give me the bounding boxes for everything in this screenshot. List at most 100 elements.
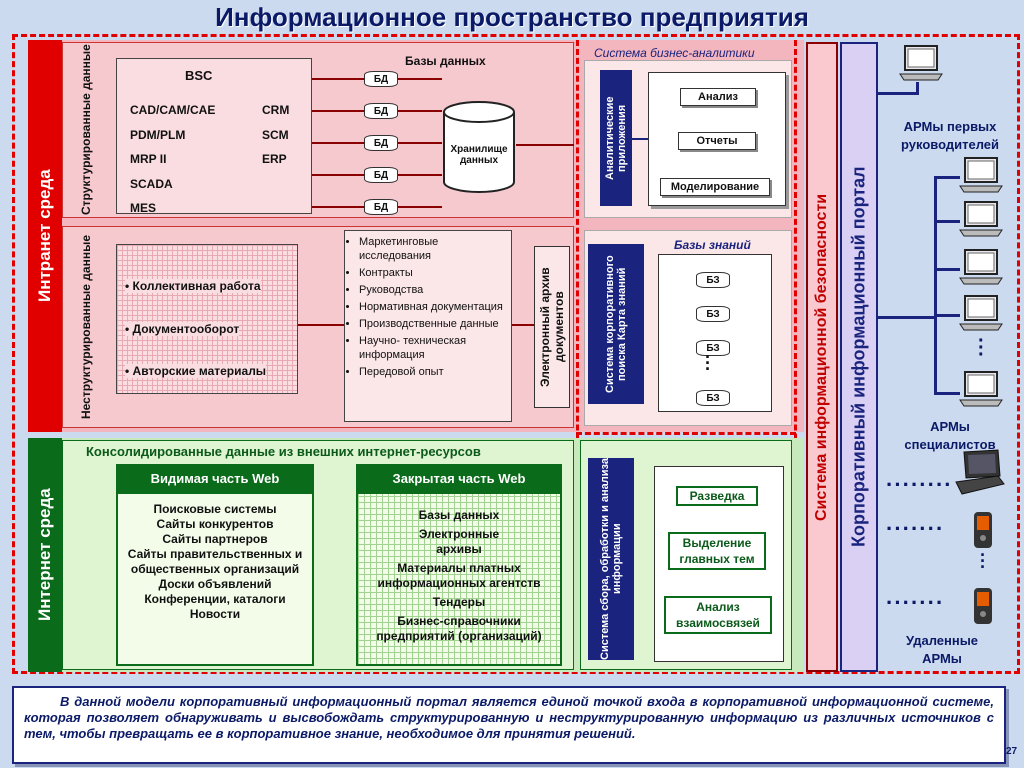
structured-label: Структурированные данные	[79, 44, 93, 216]
system-item: SCM	[262, 127, 289, 142]
closed-web-title: Закрытая часть Web	[356, 464, 562, 494]
kb-icon: БЗ	[696, 272, 730, 288]
bi-item-analysis: Анализ	[680, 88, 756, 106]
web-item: Сайты правительственных и общественных о…	[127, 547, 303, 576]
corporate-search: Система корпоративного поиска Карта знан…	[588, 244, 644, 404]
analysis-item: Анализ взаимосвязей	[664, 596, 772, 634]
storage-icon	[443, 101, 515, 193]
web-item: Сайты конкурентов	[156, 517, 274, 531]
db-icon: БД	[364, 135, 398, 151]
footer-note: В данной модели корпоративный информацио…	[12, 686, 1006, 764]
page-title: Информационное пространство предприятия	[215, 2, 809, 32]
systems-box	[116, 58, 312, 214]
systems-right: CRM SCM ERP	[262, 98, 289, 172]
systems-left: CAD/CAM/CAE PDM/PLM MRP II SCADA MES	[130, 98, 215, 221]
web-item: Электронные архивы	[418, 527, 500, 556]
system-item: MES	[130, 201, 157, 215]
doc-item: Руководства	[359, 283, 511, 297]
bi-apps: Аналитические приложения	[600, 70, 632, 206]
storage-label: Хранилище данных	[450, 144, 508, 166]
closed-web-list: Базы данных Электронные архивы Материалы…	[362, 508, 556, 644]
portal-column: Корпоративный информационный портал	[840, 42, 878, 672]
netbook-icon	[954, 448, 1006, 501]
laptop-icon	[958, 294, 1004, 339]
web-item: Базы данных	[418, 508, 500, 522]
doc-item: Нормативная документация	[359, 300, 511, 314]
collect-system: Система сбора, обработки и анализа инфор…	[588, 458, 634, 660]
phone-icon	[972, 510, 994, 555]
web-item: Тендеры	[432, 595, 486, 609]
collab-item: • Авторские материалы	[125, 364, 267, 378]
arm-remote-label: Удаленные АРМы	[905, 633, 979, 666]
system-item: ERP	[262, 152, 287, 166]
outer-frame	[12, 34, 1020, 674]
kb-icon: БЗ	[696, 390, 730, 406]
collab-box: • Коллективная работа • Документооборот …	[116, 244, 298, 394]
arm-heads-label: АРМы первых руководителей	[900, 119, 999, 152]
system-item: MRP II	[130, 152, 167, 166]
bi-item-modeling: Моделирование	[660, 178, 770, 196]
analysis-item: Выделение главных тем	[668, 532, 766, 570]
bi-item-reports: Отчеты	[678, 132, 756, 150]
web-item: Бизнес-справочники предприятий (организа…	[376, 614, 542, 643]
databases-title: Базы данных	[405, 54, 486, 68]
web-item: Сайты партнеров	[162, 532, 268, 546]
page-number: 27	[1006, 746, 1018, 757]
visible-web-title: Видимая часть Web	[116, 464, 314, 494]
doc-item: Передовой опыт	[359, 365, 511, 379]
closed-web-box	[356, 464, 562, 666]
doc-item: Маркетинговые исследования	[359, 235, 511, 263]
more-dots-icon: ···	[705, 347, 711, 379]
doc-item: Контракты	[359, 266, 511, 280]
laptop-icon	[958, 200, 1004, 245]
kb-icon: БЗ	[696, 306, 730, 322]
laptop-icon	[958, 248, 1004, 293]
dashed-row	[576, 432, 796, 435]
db-icon: БД	[364, 167, 398, 183]
knowledge-title: Базы знаний	[674, 238, 751, 252]
intranet-label: Интранет среда	[28, 40, 62, 432]
system-item: PDM/PLM	[130, 127, 186, 142]
collab-item: • Документооборот	[125, 322, 240, 336]
more-dots-icon: ···	[978, 330, 985, 366]
dashed-col	[576, 40, 579, 672]
analysis-item: Разведка	[676, 486, 758, 506]
system-item: CAD/CAM/CAE	[130, 103, 216, 117]
system-item: CRM	[262, 103, 290, 117]
web-item: Материалы платных информационных агентст…	[377, 561, 541, 590]
collab-item: • Коллективная работа	[125, 279, 261, 293]
db-icon: БД	[364, 103, 398, 119]
doc-item: Научно- техническая информация	[359, 334, 511, 362]
doc-item: Производственные данные	[359, 317, 511, 331]
phone-icon	[972, 586, 994, 631]
visible-web-box	[116, 464, 314, 666]
docs-box: Маркетинговые исследования Контракты Рук…	[344, 230, 512, 422]
archive-box: Электронный архив документов	[534, 246, 570, 408]
security-column: Система информационной безопасности	[806, 42, 838, 672]
laptop-icon	[958, 370, 1004, 415]
web-item: Поисковые системы	[153, 502, 277, 516]
dashed-col	[794, 40, 797, 672]
laptop-icon	[898, 44, 944, 89]
bi-title: Система бизнес-аналитики	[594, 46, 755, 60]
arm-specialists-label: АРМы специалистов	[904, 419, 996, 452]
system-item: SCADA	[130, 176, 173, 191]
more-dots-icon: ···	[980, 545, 986, 577]
laptop-icon	[958, 156, 1004, 201]
db-icon: БД	[364, 71, 398, 87]
web-item: Конференции, каталоги	[144, 592, 286, 606]
web-item: Новости	[189, 607, 241, 621]
internet-header: Консолидированные данные из внешних инте…	[86, 444, 481, 459]
unstructured-label: Неструктурированные данные	[79, 235, 93, 419]
db-icon: БД	[364, 199, 398, 215]
bsc-label: BSC	[185, 68, 213, 83]
kb-icon: БЗ	[696, 340, 730, 356]
internet-label: Интернет среда	[28, 438, 62, 672]
wireless-dots-icon: ········	[886, 472, 953, 497]
storage-cylinder	[442, 100, 516, 194]
visible-web-list: Поисковые системы Сайты конкурентов Сайт…	[122, 502, 308, 622]
web-item: Доски объявлений	[158, 577, 272, 591]
wireless-dots-icon: ·······	[886, 516, 945, 541]
wireless-dots-icon: ·······	[886, 590, 945, 615]
footer-text: В данной модели корпоративный информацио…	[24, 694, 994, 741]
